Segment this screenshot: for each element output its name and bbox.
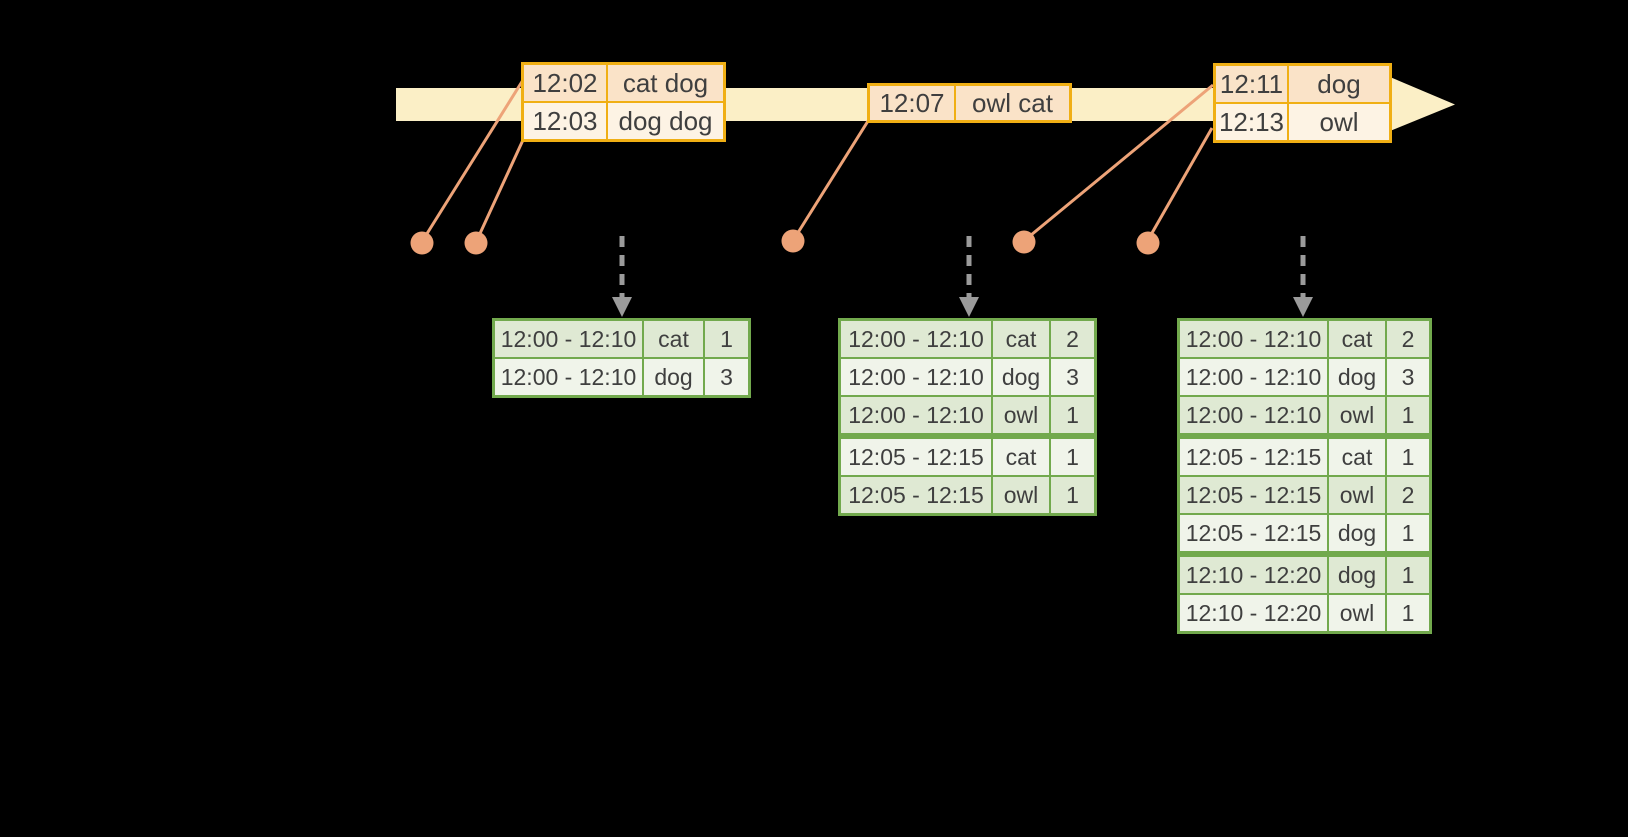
word-cell: owl (1329, 477, 1385, 513)
table-row: 12:00 - 12:10 dog 3 (495, 359, 748, 395)
event-time: 12:02 (524, 65, 606, 101)
event-words: cat dog (608, 65, 723, 101)
table-row: 12:05 - 12:15 owl 1 (841, 477, 1094, 513)
table-row: 12:05 - 12:15 cat 1 (841, 439, 1094, 475)
event-dot-icon (464, 231, 488, 255)
table-row: 12:10 - 12:20 dog 1 (1180, 557, 1429, 593)
event-table-2: 12:07 owl cat (867, 83, 1072, 123)
trigger-arrow-shafts (619, 236, 1306, 299)
arrow-down-icon (1293, 297, 1313, 317)
count-cell: 1 (1051, 477, 1094, 513)
event-dot-icon (781, 229, 805, 253)
word-cell: cat (1329, 321, 1385, 357)
event-dot-icon (1136, 231, 1160, 255)
event-dot-icon (410, 231, 434, 255)
count-cell: 2 (1051, 321, 1094, 357)
word-cell: dog (1329, 359, 1385, 395)
word-cell: dog (1329, 515, 1385, 551)
count-cell: 1 (1387, 595, 1429, 631)
table-row: 12:00 - 12:10 dog 3 (841, 359, 1094, 395)
event-time: 12:11 (1216, 66, 1287, 102)
event-time: 12:13 (1216, 104, 1287, 140)
count-cell: 1 (1051, 439, 1094, 475)
table-row: 12:05 - 12:15 dog 1 (1180, 515, 1429, 551)
table-row: 12:00 - 12:10 cat 1 (495, 321, 748, 357)
count-cell: 3 (1387, 359, 1429, 395)
window-cell: 12:00 - 12:10 (495, 359, 642, 395)
event-words: owl cat (956, 86, 1069, 120)
word-cell: owl (993, 397, 1049, 433)
table-row: 12:05 - 12:15 owl 2 (1180, 477, 1429, 513)
table-row: 12:05 - 12:15 cat 1 (1180, 439, 1429, 475)
word-cell: cat (993, 439, 1049, 475)
count-cell: 1 (1051, 397, 1094, 433)
connector-line (1146, 127, 1214, 241)
count-cell: 2 (1387, 321, 1429, 357)
word-cell: dog (993, 359, 1049, 395)
table-row: 12:10 - 12:20 owl 1 (1180, 595, 1429, 631)
word-cell: cat (644, 321, 703, 357)
window-cell: 12:00 - 12:10 (1180, 397, 1327, 433)
window-cell: 12:05 - 12:15 (841, 477, 991, 513)
connector-line (792, 120, 870, 240)
connector-line (1024, 83, 1214, 242)
event-connector-lines (421, 79, 1214, 242)
arrow-down-icon (959, 297, 979, 317)
window-cell: 12:05 - 12:15 (1180, 515, 1327, 551)
event-dot-icon (1012, 230, 1036, 254)
table-row: 12:00 - 12:10 owl 1 (841, 397, 1094, 433)
word-cell: dog (644, 359, 703, 395)
result-table-1: 12:00 - 12:10 cat 1 12:00 - 12:10 dog 3 (492, 318, 751, 398)
window-cell: 12:00 - 12:10 (1180, 321, 1327, 357)
event-words: owl (1289, 104, 1389, 140)
event-marker-dots (410, 229, 1160, 255)
event-time: 12:03 (524, 103, 606, 139)
word-cell: owl (1329, 397, 1385, 433)
word-cell: owl (993, 477, 1049, 513)
word-cell: cat (993, 321, 1049, 357)
trigger-arrow-heads (612, 297, 1313, 317)
window-cell: 12:05 - 12:15 (841, 439, 991, 475)
window-cell: 12:00 - 12:10 (841, 359, 991, 395)
event-time: 12:07 (870, 86, 954, 120)
word-cell: cat (1329, 439, 1385, 475)
table-row: 12:00 - 12:10 owl 1 (1180, 397, 1429, 433)
table-row: 12:00 - 12:10 cat 2 (841, 321, 1094, 357)
table-row: 12:00 - 12:10 cat 2 (1180, 321, 1429, 357)
window-cell: 12:00 - 12:10 (841, 321, 991, 357)
arrow-down-icon (612, 297, 632, 317)
connector-line (475, 139, 525, 241)
window-cell: 12:00 - 12:10 (495, 321, 642, 357)
count-cell: 2 (1387, 477, 1429, 513)
window-cell: 12:10 - 12:20 (1180, 557, 1327, 593)
count-cell: 3 (705, 359, 748, 395)
window-cell: 12:10 - 12:20 (1180, 595, 1327, 631)
count-cell: 3 (1051, 359, 1094, 395)
result-table-2: 12:00 - 12:10 cat 2 12:00 - 12:10 dog 3 … (838, 318, 1097, 516)
table-row: 12:00 - 12:10 dog 3 (1180, 359, 1429, 395)
result-table-3: 12:00 - 12:10 cat 2 12:00 - 12:10 dog 3 … (1177, 318, 1432, 634)
count-cell: 1 (1387, 397, 1429, 433)
timeline-arrowhead-icon (1390, 77, 1455, 131)
window-cell: 12:00 - 12:10 (1180, 359, 1327, 395)
count-cell: 1 (705, 321, 748, 357)
window-cell: 12:00 - 12:10 (841, 397, 991, 433)
event-words: dog dog (608, 103, 723, 139)
event-words: dog (1289, 66, 1389, 102)
count-cell: 1 (1387, 557, 1429, 593)
count-cell: 1 (1387, 439, 1429, 475)
connector-line (421, 79, 525, 241)
window-cell: 12:05 - 12:15 (1180, 439, 1327, 475)
window-cell: 12:05 - 12:15 (1180, 477, 1327, 513)
event-table-1: 12:02 cat dog 12:03 dog dog (521, 62, 726, 142)
word-cell: owl (1329, 595, 1385, 631)
event-table-3: 12:11 dog 12:13 owl (1213, 63, 1392, 143)
count-cell: 1 (1387, 515, 1429, 551)
word-cell: dog (1329, 557, 1385, 593)
